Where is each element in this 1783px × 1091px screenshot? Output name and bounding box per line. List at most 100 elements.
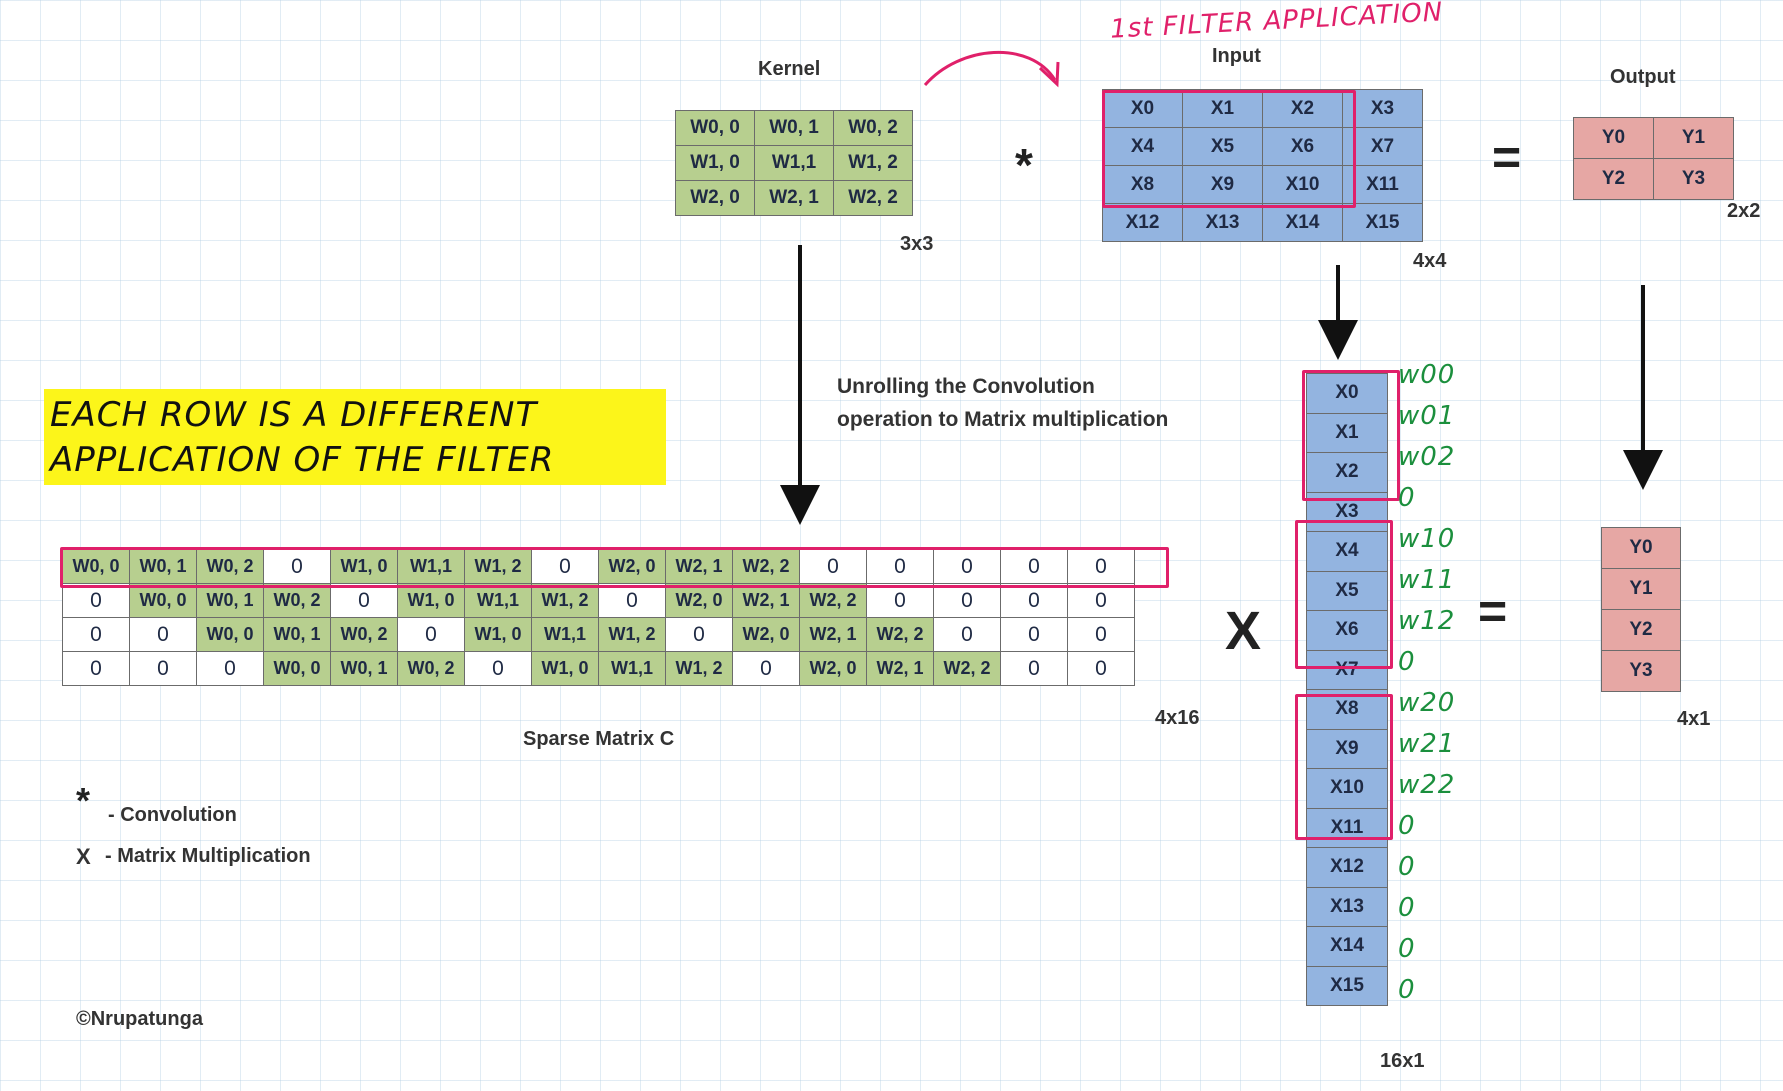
column-row: X1 bbox=[1306, 412, 1388, 453]
sparse-cell: W0, 1 bbox=[330, 651, 398, 686]
filter-application-arrowhead bbox=[1038, 61, 1060, 88]
legend-conv-text: - Convolution bbox=[108, 804, 237, 826]
column-row: X4 bbox=[1306, 531, 1388, 572]
output-cell: Y1 bbox=[1653, 117, 1734, 159]
result-cell: Y3 bbox=[1601, 650, 1681, 692]
input-size-label: 4x4 bbox=[1413, 250, 1447, 272]
sparse-cell: 0 bbox=[464, 651, 532, 686]
input-cell: X13 bbox=[1182, 203, 1263, 242]
sparse-cell: W1, 0 bbox=[531, 651, 599, 686]
legend-conv-symbol: * bbox=[76, 780, 91, 821]
sparse-cell: 0 bbox=[129, 651, 197, 686]
column-cell: X0 bbox=[1306, 373, 1388, 414]
sparse-cell: 0 bbox=[196, 651, 264, 686]
row-note-line1: EACH ROW IS A DIFFERENT bbox=[50, 395, 538, 435]
column-row: X14 bbox=[1306, 926, 1388, 967]
input-cell: X8 bbox=[1102, 165, 1183, 204]
input-cell: X15 bbox=[1342, 203, 1423, 242]
sparse-cell: W2, 2 bbox=[866, 617, 934, 652]
sparse-cell: W2, 0 bbox=[799, 651, 867, 686]
sparse-cell: 0 bbox=[665, 617, 733, 652]
result-row: Y1 bbox=[1601, 568, 1681, 610]
column-size-label: 16x1 bbox=[1380, 1050, 1425, 1072]
input-cell: X14 bbox=[1262, 203, 1343, 242]
sparse-size-label: 4x16 bbox=[1155, 707, 1200, 729]
sparse-cell: 0 bbox=[62, 617, 130, 652]
sparse-cell: W1,1 bbox=[531, 617, 599, 652]
output-cell: Y3 bbox=[1653, 158, 1734, 200]
sparse-cell: W0, 0 bbox=[263, 651, 331, 686]
sparse-cell: 0 bbox=[799, 549, 867, 584]
hand-weight-note: w12 bbox=[1398, 606, 1456, 636]
result-cell: Y1 bbox=[1601, 568, 1681, 610]
hand-weight-note: w10 bbox=[1398, 524, 1456, 554]
sparse-cell: 0 bbox=[732, 651, 800, 686]
input-cell: X11 bbox=[1342, 165, 1423, 204]
column-cell: X15 bbox=[1306, 965, 1388, 1006]
input-cell: X1 bbox=[1182, 89, 1263, 128]
input-cell: X2 bbox=[1262, 89, 1343, 128]
result-cell: Y0 bbox=[1601, 527, 1681, 569]
column-row: X13 bbox=[1306, 886, 1388, 927]
output-size-label: 2x2 bbox=[1727, 200, 1761, 222]
hand-weight-note: w01 bbox=[1398, 401, 1456, 431]
sparse-cell: 0 bbox=[1067, 549, 1135, 584]
kernel-cell: W1, 0 bbox=[675, 145, 755, 181]
hand-weight-note: 0 bbox=[1398, 483, 1416, 513]
sparse-cell: 0 bbox=[397, 617, 465, 652]
column-cell: X9 bbox=[1306, 728, 1388, 769]
sparse-cell: W2, 2 bbox=[933, 651, 1001, 686]
column-cell: X6 bbox=[1306, 610, 1388, 651]
sparse-cell: W0, 0 bbox=[196, 617, 264, 652]
equals-bottom: = bbox=[1478, 583, 1508, 639]
hand-weight-note: w22 bbox=[1398, 770, 1456, 800]
hand-weight-note: 0 bbox=[1398, 975, 1416, 1005]
sparse-cell: W1,1 bbox=[397, 549, 465, 584]
output-cell: Y2 bbox=[1573, 158, 1654, 200]
output-label: Output bbox=[1610, 66, 1676, 88]
sparse-row-highlight bbox=[60, 547, 1169, 588]
sparse-cell: 0 bbox=[62, 583, 130, 618]
sparse-cell: W2, 0 bbox=[732, 617, 800, 652]
times-symbol: X bbox=[1225, 601, 1262, 661]
sparse-cell: W0, 1 bbox=[263, 617, 331, 652]
sparse-cell: W2, 0 bbox=[598, 549, 666, 584]
sparse-cell: W1, 0 bbox=[330, 549, 398, 584]
input-cell: X0 bbox=[1102, 89, 1183, 128]
sparse-cell: 0 bbox=[330, 583, 398, 618]
column-row: X10 bbox=[1306, 768, 1388, 809]
result-size-label: 4x1 bbox=[1677, 708, 1711, 730]
sparse-cell: W1,1 bbox=[598, 651, 666, 686]
column-row: X9 bbox=[1306, 728, 1388, 769]
sparse-cell: 0 bbox=[866, 549, 934, 584]
sparse-cell: W1, 2 bbox=[665, 651, 733, 686]
sparse-cell: W2, 1 bbox=[732, 583, 800, 618]
column-row: X0 bbox=[1306, 373, 1388, 414]
result-row: Y0 bbox=[1601, 527, 1681, 569]
sparse-cell: W2, 1 bbox=[665, 549, 733, 584]
sparse-cell: W2, 2 bbox=[732, 549, 800, 584]
result-row: Y3 bbox=[1601, 650, 1681, 692]
kernel-cell: W0, 2 bbox=[833, 110, 913, 146]
sparse-cell: 0 bbox=[1067, 651, 1135, 686]
sparse-cell: W0, 2 bbox=[330, 617, 398, 652]
kernel-label: Kernel bbox=[758, 58, 821, 80]
hand-weight-note: 0 bbox=[1398, 934, 1416, 964]
column-cell: X13 bbox=[1306, 886, 1388, 927]
col-highlight-3 bbox=[1295, 694, 1393, 840]
filter-application-arrow bbox=[923, 51, 1057, 86]
column-row: X12 bbox=[1306, 847, 1388, 888]
